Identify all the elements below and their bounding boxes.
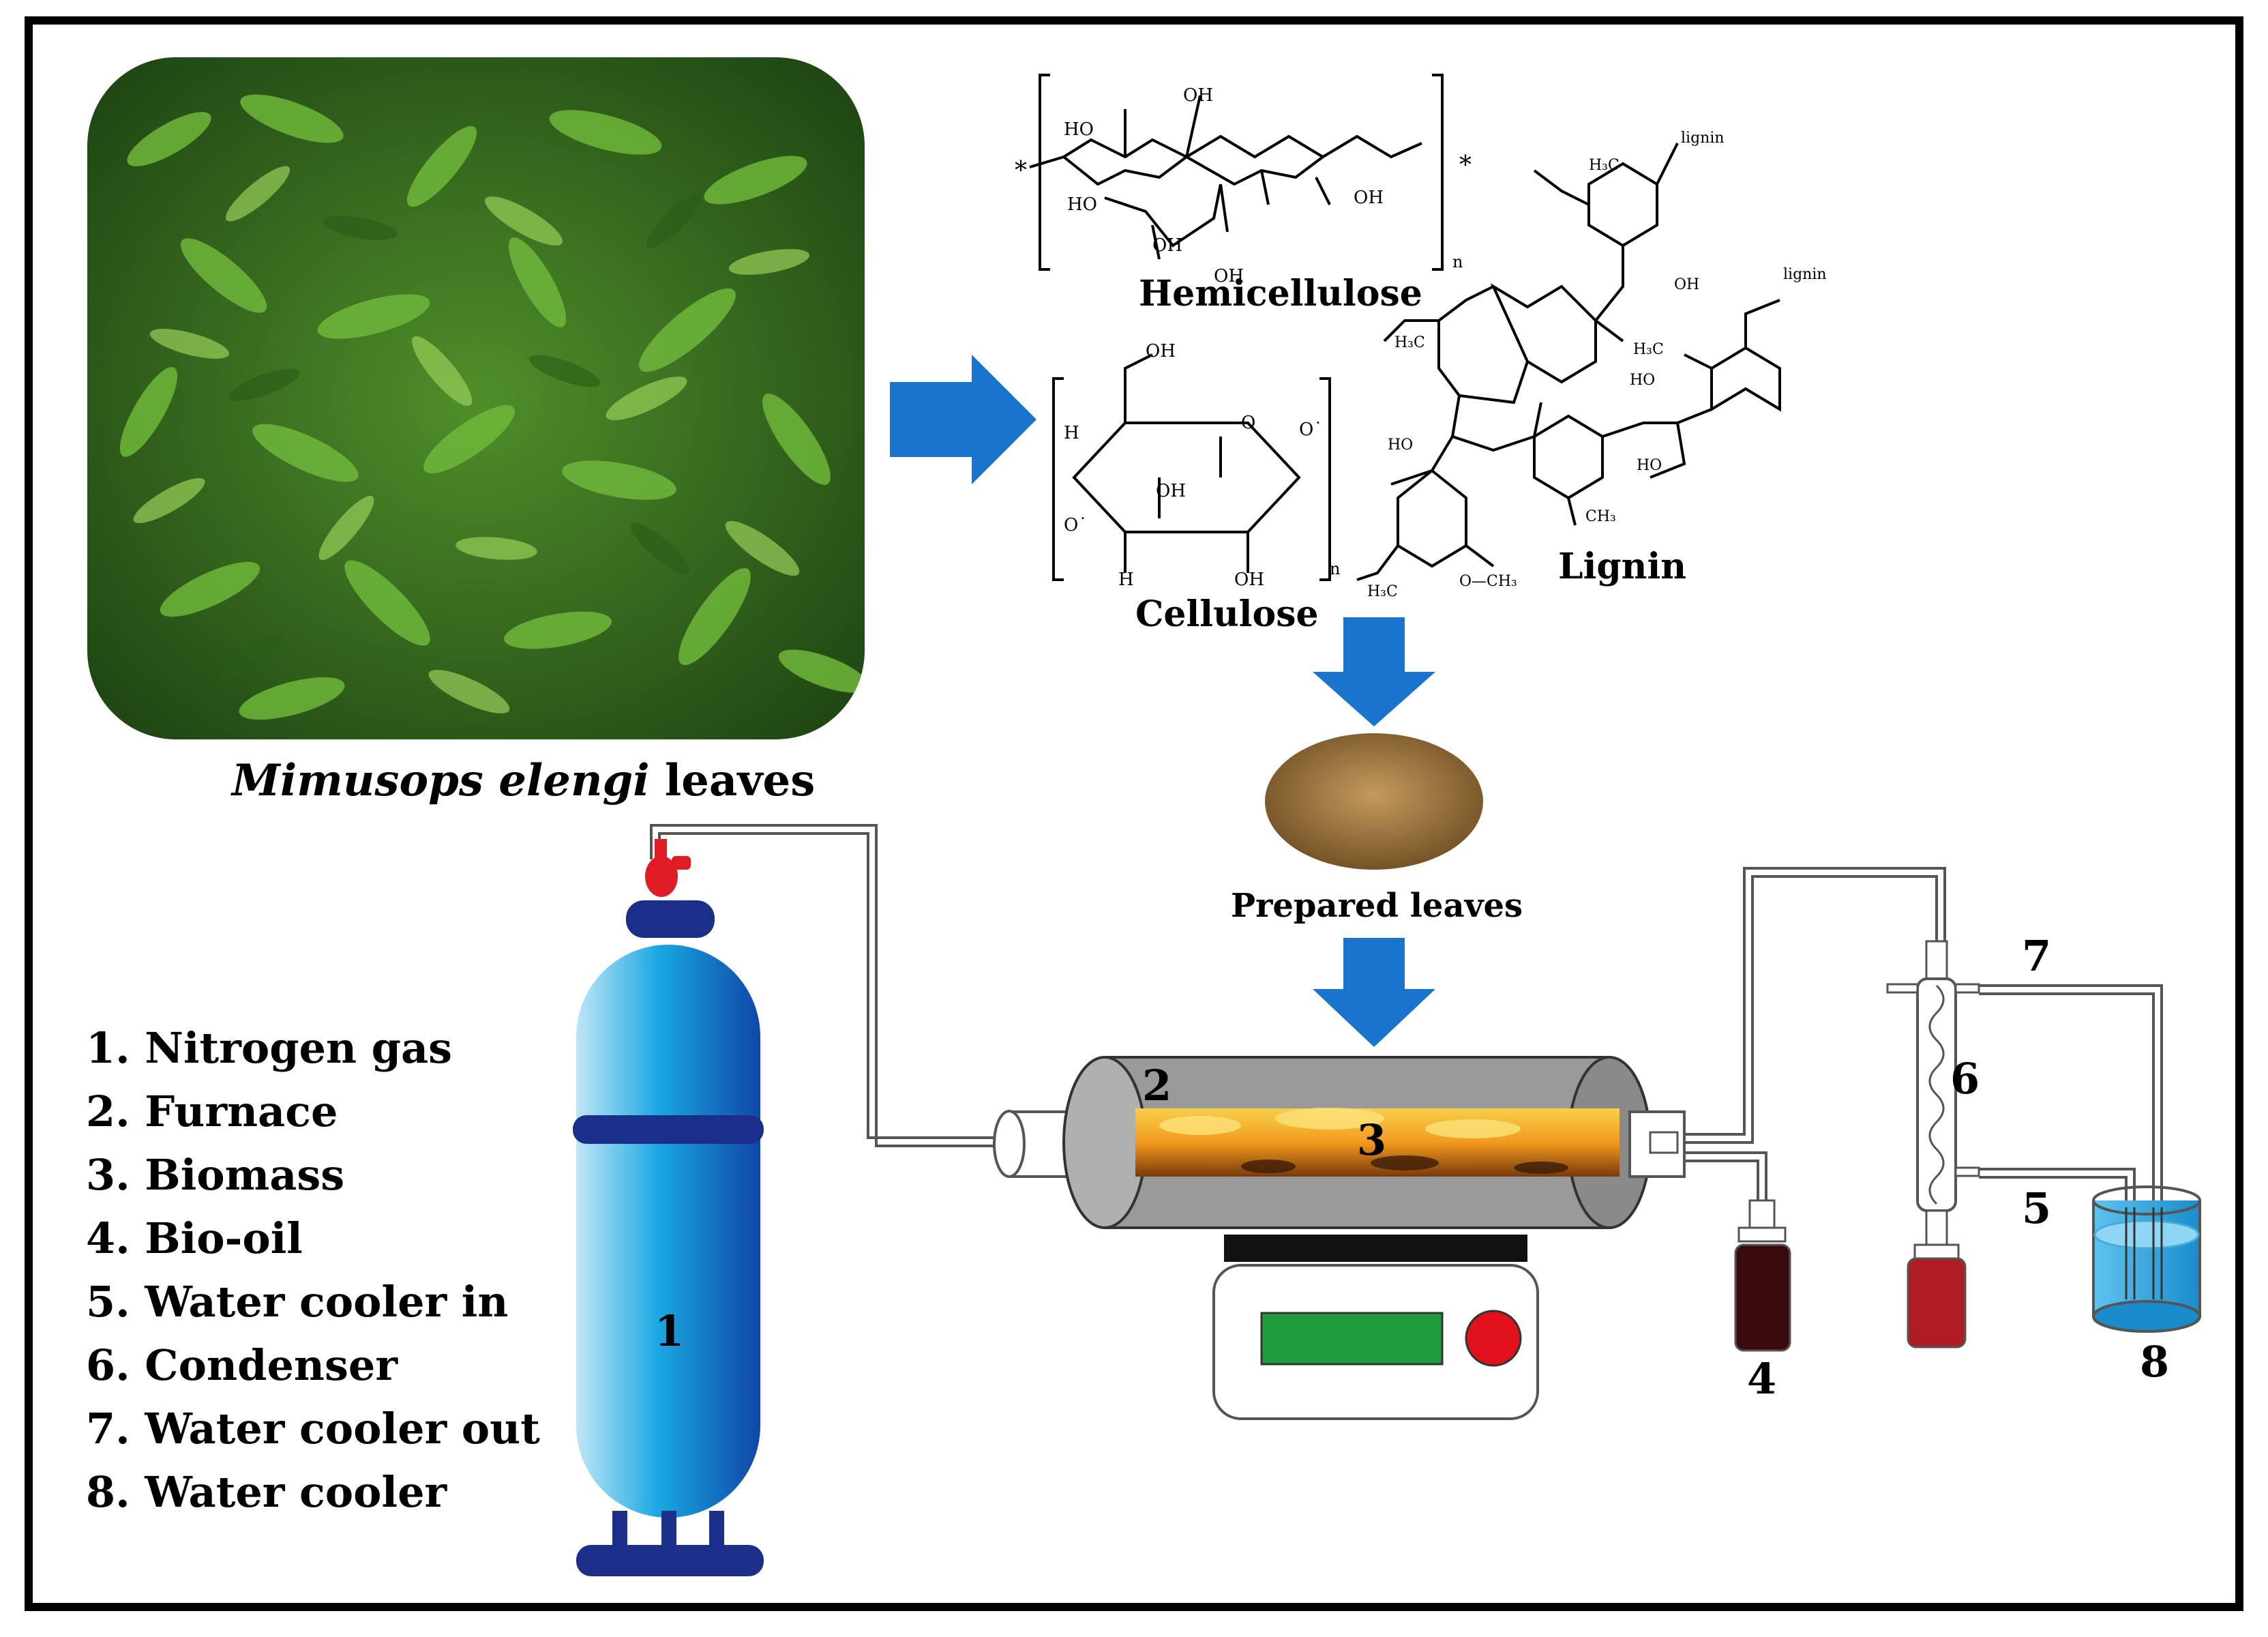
species-name: Mimusops elengi	[232, 755, 650, 806]
chem-h-1: H	[1064, 423, 1079, 443]
condenser	[1886, 940, 1980, 1250]
chem-lignin-1: lignin	[1681, 130, 1725, 147]
chem-ho-1: HO	[1064, 119, 1094, 140]
chem-h3c-2: H₃C	[1394, 334, 1425, 351]
hemicellulose-label: Hemicellulose	[1139, 273, 1422, 314]
chem-ch3-1: CH₃	[1585, 508, 1616, 525]
chem-o-rad-1: O˙	[1064, 515, 1088, 535]
chem-oh-6: OH	[1156, 481, 1186, 501]
nitrogen-cylinder	[573, 839, 764, 1576]
arrow-down-1	[1313, 617, 1435, 726]
arrow-right	[890, 355, 1036, 484]
chem-o-rad-2: O˙	[1299, 419, 1323, 440]
chem-oh-1: OH	[1183, 85, 1213, 106]
legend-item: 8. Water cooler	[86, 1467, 447, 1517]
legend-item: 4. Bio-oil	[86, 1213, 303, 1263]
legend-item: 2. Furnace	[86, 1087, 338, 1136]
chem-lignin-2: lignin	[1783, 266, 1827, 283]
chem-star-1: *	[1015, 157, 1027, 185]
leaves-photo	[87, 57, 865, 739]
water-cooler-beaker	[2092, 1185, 2201, 1333]
lignin-label: Lignin	[1558, 546, 1687, 587]
cellulose-label: Cellulose	[1135, 593, 1319, 635]
chem-oh-2: OH	[1152, 235, 1182, 256]
furnace	[993, 1056, 1686, 1229]
label-7: 7	[2022, 931, 2052, 981]
chem-oh-3: OH	[1214, 266, 1244, 286]
legend-item: 7. Water cooler out	[86, 1404, 540, 1454]
chem-oh-8: OH	[1674, 276, 1700, 293]
legend-item: 6. Condenser	[86, 1340, 398, 1390]
legend: 1. Nitrogen gas 2. Furnace 3. Biomass 4.…	[86, 1016, 577, 1524]
label-2: 2	[1142, 1061, 1172, 1110]
chem-ho-4: HO	[1637, 457, 1662, 474]
hemicellulose-structure	[1029, 74, 1444, 271]
label-6: 6	[1950, 1054, 1980, 1104]
chem-och3: O—CH₃	[1459, 573, 1517, 590]
caption-rest: leaves	[649, 755, 816, 806]
prepared-leaves-label: Prepared leaves	[1231, 887, 1523, 925]
label-1: 1	[655, 1306, 685, 1356]
condensate-flask	[1907, 1243, 1967, 1348]
leaves-caption: Mimusops elengi leaves	[232, 750, 846, 812]
chem-oh-7: OH	[1234, 570, 1264, 590]
power-button	[1465, 1310, 1522, 1367]
bio-oil-flask	[1734, 1199, 1791, 1352]
legend-item: 1. Nitrogen gas	[86, 1023, 453, 1073]
cooling-hoses	[1979, 984, 2163, 1248]
chem-ho-5: HO	[1388, 437, 1414, 454]
legend-item: 3. Biomass	[86, 1150, 345, 1200]
arrow-down-2	[1313, 938, 1435, 1047]
chem-star-2: *	[1459, 151, 1472, 179]
cellulose-structure	[1052, 353, 1331, 581]
label-3: 3	[1357, 1115, 1387, 1165]
label-4: 4	[1747, 1354, 1777, 1404]
chem-h-2: H	[1118, 570, 1134, 590]
label-8: 8	[2140, 1337, 2170, 1387]
legend-item: 5. Water cooler in	[86, 1277, 509, 1327]
chem-n-1: n	[1452, 252, 1463, 271]
chem-o-1: O	[1241, 413, 1256, 433]
chem-h3c-4: H₃C	[1367, 583, 1398, 600]
lignin-structure	[1356, 143, 1781, 581]
chem-h3c-3: H₃C	[1633, 341, 1664, 358]
chem-oh-5: OH	[1146, 341, 1176, 362]
label-5: 5	[2022, 1183, 2052, 1233]
chem-ho-3: HO	[1630, 372, 1656, 389]
chem-ho-2: HO	[1067, 194, 1097, 215]
outlet-pipe	[1684, 867, 1946, 1200]
chem-h3c-1: H₃C	[1589, 157, 1620, 174]
temperature-display	[1260, 1312, 1444, 1366]
prepared-leaves-powder	[1265, 733, 1483, 870]
chem-n-2: n	[1330, 559, 1341, 578]
chem-oh-4: OH	[1354, 188, 1384, 208]
hot-plate	[1212, 1235, 1539, 1420]
